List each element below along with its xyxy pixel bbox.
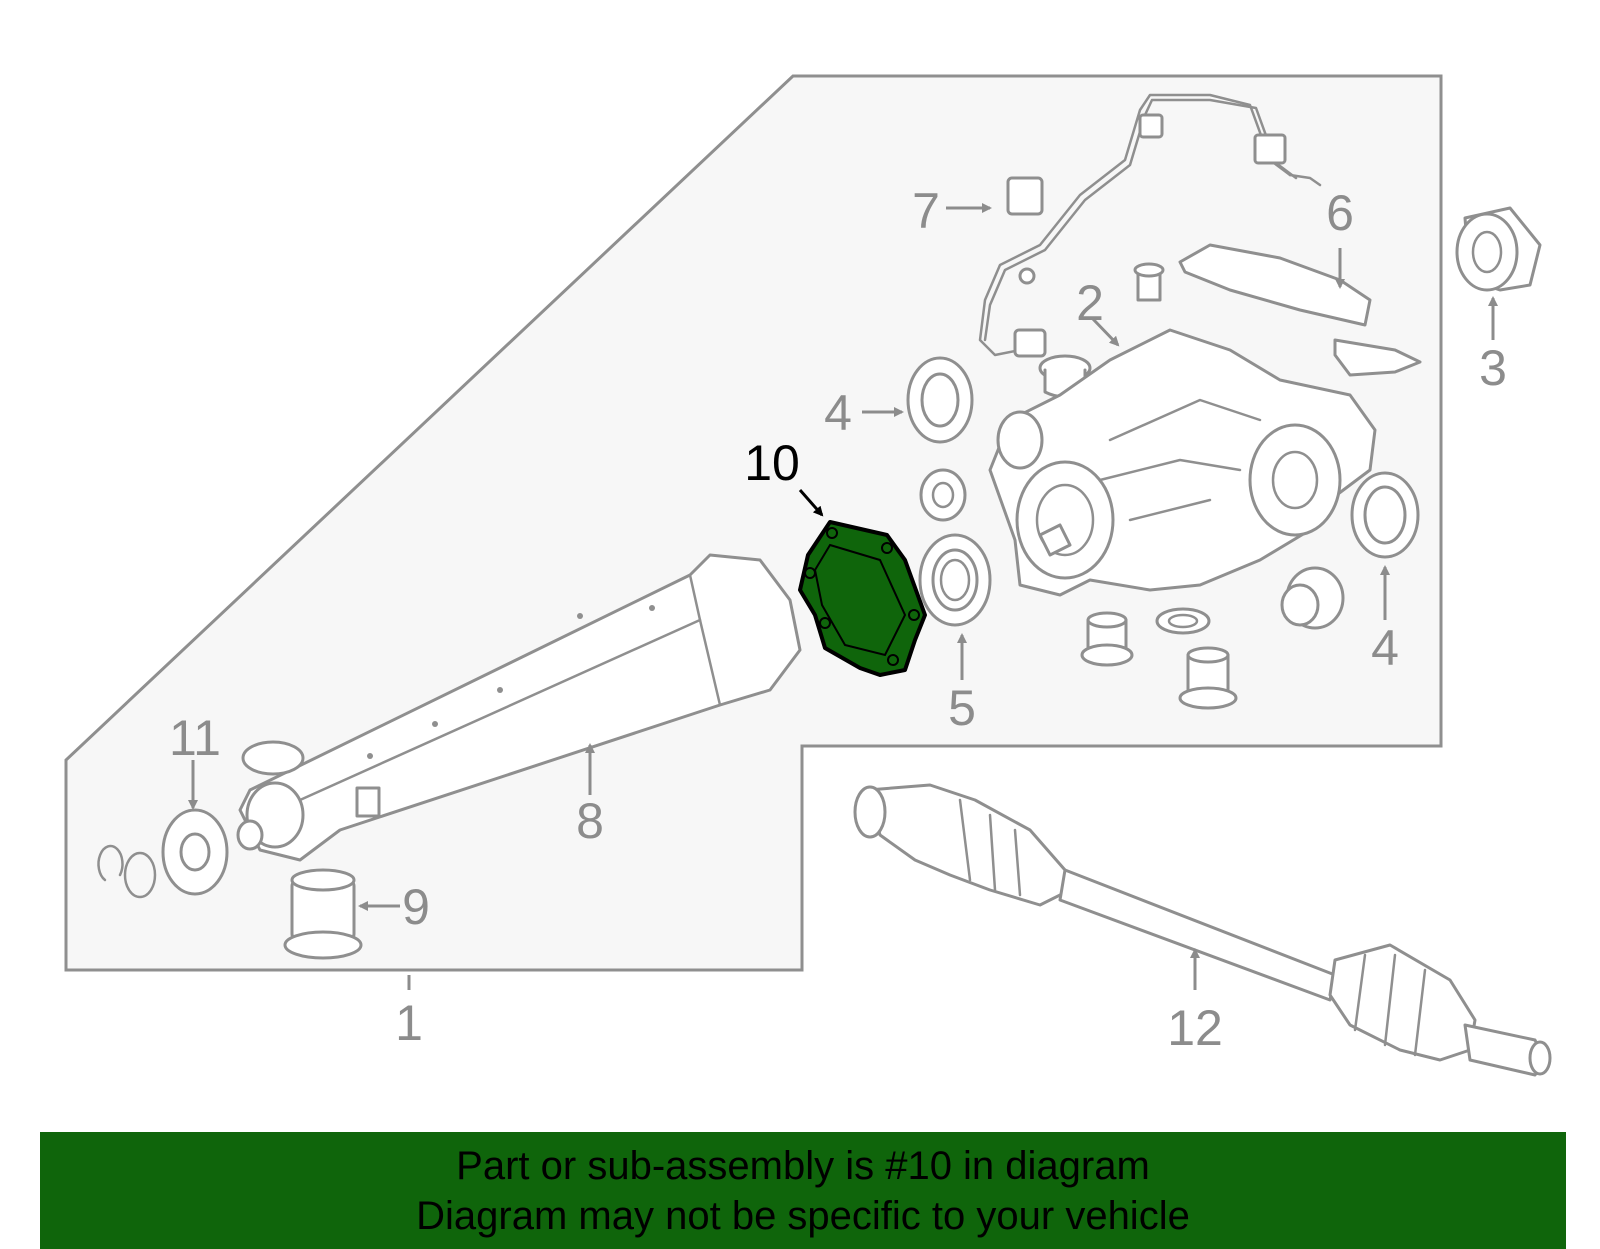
callout-6: 6	[1326, 185, 1354, 241]
callout-7: 7	[912, 183, 940, 239]
callout-4-right: 4	[1371, 620, 1399, 676]
mount-part-3[interactable]	[1455, 206, 1542, 292]
halfshaft-part-12[interactable]	[853, 783, 1552, 1077]
plug	[1080, 566, 1345, 710]
gasket-part-10[interactable]	[798, 520, 927, 677]
plug	[919, 354, 1092, 522]
seal-part-4-upper[interactable]	[906, 356, 974, 444]
callout-12: 12	[1167, 1000, 1223, 1056]
callout-9: 9	[402, 879, 430, 935]
wiring-harness-part-7[interactable]	[978, 93, 1322, 358]
seal-part-11[interactable]	[97, 808, 229, 899]
bolt	[1133, 262, 1165, 302]
cover-part-6[interactable]	[1178, 243, 1422, 377]
callout-1: 1	[395, 995, 423, 1051]
differential-part-2[interactable]	[988, 328, 1377, 597]
bushing-part-9[interactable]	[283, 868, 363, 960]
callout-5: 5	[948, 680, 976, 736]
callout-8: 8	[576, 793, 604, 849]
banner-line-disclaimer: Diagram may not be specific to your vehi…	[416, 1193, 1190, 1238]
seal-part-4-right[interactable]	[1350, 471, 1420, 559]
parts-diagram: 1 2 3 4 4 5 6 7 8 9 10 11 12	[64, 74, 1552, 1077]
callout-4-upper: 4	[824, 385, 852, 441]
callout-3: 3	[1479, 340, 1507, 396]
info-banner: Part or sub-assembly is #10 in diagram D…	[40, 1132, 1566, 1249]
banner-line-part: Part or sub-assembly is #10 in diagram	[456, 1143, 1150, 1188]
leader-lines	[188, 203, 1498, 990]
callout-11: 11	[169, 710, 221, 766]
callout-2: 2	[1076, 275, 1104, 331]
callout-10: 10	[744, 435, 800, 491]
axle-housing-part-8[interactable]	[236, 553, 802, 862]
seal-part-5[interactable]	[918, 533, 992, 627]
